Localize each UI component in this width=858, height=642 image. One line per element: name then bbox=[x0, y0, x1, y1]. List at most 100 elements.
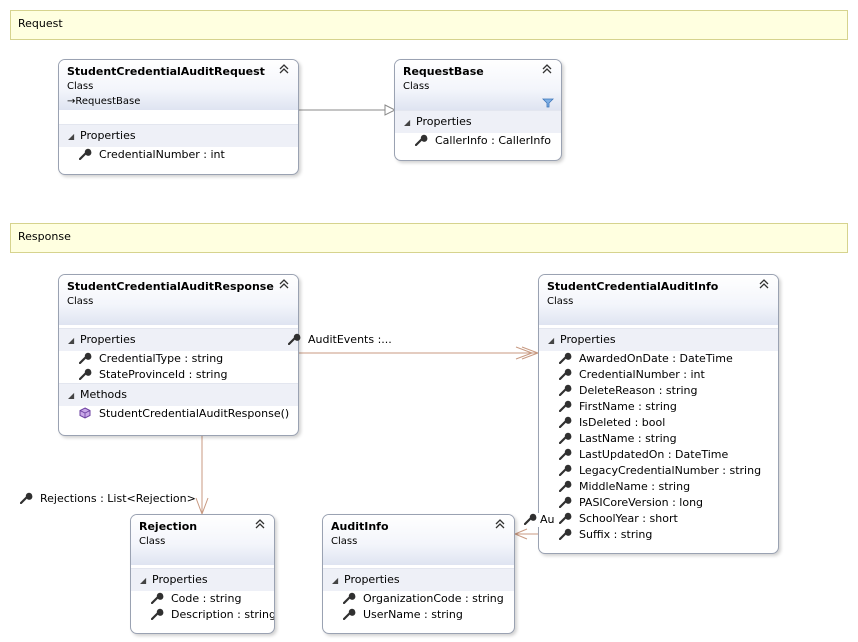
property-row[interactable]: MiddleName : string bbox=[539, 479, 778, 495]
property-row[interactable]: DeleteReason : string bbox=[539, 383, 778, 399]
properties-section-header[interactable]: ◢Properties bbox=[323, 568, 514, 591]
expanded-triangle-icon: ◢ bbox=[548, 336, 555, 345]
class-student-credential-audit-request[interactable]: StudentCredentialAuditRequest Class →Req… bbox=[58, 59, 299, 175]
property-text: FirstName : string bbox=[579, 400, 677, 413]
properties-section-header[interactable]: ◢Properties bbox=[539, 328, 778, 351]
property-row[interactable]: CredentialNumber : int bbox=[59, 147, 298, 163]
base-class-name: RequestBase bbox=[75, 96, 141, 107]
class-name: RequestBase bbox=[403, 65, 484, 78]
wrench-icon bbox=[559, 416, 573, 428]
property-row[interactable]: OrganizationCode : string bbox=[323, 591, 514, 607]
property-row[interactable]: StateProvinceId : string bbox=[59, 367, 298, 383]
wrench-icon bbox=[415, 134, 429, 146]
property-text: LastName : string bbox=[579, 432, 677, 445]
request-region-label: Request bbox=[18, 17, 63, 30]
au-text: Au bbox=[540, 513, 555, 526]
wrench-icon bbox=[343, 592, 357, 604]
class-header[interactable]: StudentCredentialAuditResponse Class bbox=[59, 275, 298, 325]
class-kind: Class bbox=[547, 296, 574, 307]
filter-icon[interactable] bbox=[542, 98, 554, 108]
wrench-icon bbox=[343, 608, 357, 620]
collapse-icon[interactable] bbox=[254, 518, 266, 530]
collapse-icon[interactable] bbox=[494, 518, 506, 530]
class-name: Rejection bbox=[139, 520, 198, 533]
au-label[interactable]: Au bbox=[524, 513, 555, 527]
properties-section-header[interactable]: ◢Properties bbox=[59, 124, 298, 147]
property-row[interactable]: UserName : string bbox=[323, 607, 514, 623]
wrench-icon bbox=[559, 464, 573, 476]
property-text: Code : string bbox=[171, 592, 242, 605]
property-row[interactable]: SchoolYear : short bbox=[539, 511, 778, 527]
class-audit-info[interactable]: AuditInfo Class ◢Properties Organization… bbox=[322, 514, 515, 634]
class-student-credential-audit-response[interactable]: StudentCredentialAuditResponse Class ◢Pr… bbox=[58, 274, 299, 436]
property-row[interactable]: Code : string bbox=[131, 591, 274, 607]
property-text: CredentialNumber : int bbox=[579, 368, 705, 381]
inheritance-arrowhead bbox=[384, 104, 397, 116]
method-icon bbox=[79, 407, 91, 419]
method-row[interactable]: StudentCredentialAuditResponse() bbox=[59, 406, 298, 422]
class-request-base[interactable]: RequestBase Class ◢Properties CallerInfo… bbox=[394, 59, 562, 161]
property-row[interactable]: CallerInfo : CallerInfo bbox=[395, 133, 561, 149]
property-row[interactable]: Suffix : string bbox=[539, 527, 778, 543]
class-header[interactable]: RequestBase Class bbox=[395, 60, 561, 110]
wrench-icon bbox=[151, 608, 165, 620]
property-text: OrganizationCode : string bbox=[363, 592, 504, 605]
class-header[interactable]: Rejection Class bbox=[131, 515, 274, 565]
wrench-icon bbox=[20, 492, 34, 504]
expanded-triangle-icon: ◢ bbox=[68, 336, 75, 345]
property-text: IsDeleted : bool bbox=[579, 416, 666, 429]
property-row[interactable]: IsDeleted : bool bbox=[539, 415, 778, 431]
class-header[interactable]: StudentCredentialAuditInfo Class bbox=[539, 275, 778, 325]
methods-section-header[interactable]: ◢Methods bbox=[59, 383, 298, 406]
property-text: MiddleName : string bbox=[579, 480, 691, 493]
collapse-icon[interactable] bbox=[758, 278, 770, 290]
class-header[interactable]: StudentCredentialAuditRequest Class →Req… bbox=[59, 60, 298, 110]
audit-events-label[interactable]: AuditEvents :... bbox=[288, 333, 392, 347]
wrench-icon bbox=[559, 384, 573, 396]
properties-label: Properties bbox=[416, 115, 472, 128]
property-row[interactable]: CredentialNumber : int bbox=[539, 367, 778, 383]
property-text: PASICoreVersion : long bbox=[579, 496, 704, 509]
property-text: CredentialNumber : int bbox=[99, 148, 225, 161]
property-row[interactable]: LegacyCredentialNumber : string bbox=[539, 463, 778, 479]
property-row[interactable]: CredentialType : string bbox=[59, 351, 298, 367]
class-kind: Class bbox=[139, 536, 166, 547]
base-class: →RequestBase bbox=[67, 95, 290, 109]
methods-label: Methods bbox=[80, 388, 127, 401]
properties-section-header[interactable]: ◢Properties bbox=[59, 328, 298, 351]
class-kind: Class bbox=[403, 81, 430, 92]
property-text: LastUpdatedOn : DateTime bbox=[579, 448, 729, 461]
response-region-label: Response bbox=[18, 230, 71, 243]
audit-events-text: AuditEvents :... bbox=[308, 333, 392, 346]
properties-section-header[interactable]: ◢Properties bbox=[131, 568, 274, 591]
wrench-icon bbox=[79, 352, 93, 364]
class-student-credential-audit-info[interactable]: StudentCredentialAuditInfo Class ◢Proper… bbox=[538, 274, 779, 554]
collapse-icon[interactable] bbox=[541, 63, 553, 75]
wrench-icon bbox=[559, 496, 573, 508]
request-region: Request bbox=[10, 10, 848, 40]
property-row[interactable]: AwardedOnDate : DateTime bbox=[539, 351, 778, 367]
wrench-icon bbox=[524, 513, 538, 525]
properties-label: Properties bbox=[80, 129, 136, 142]
property-text: UserName : string bbox=[363, 608, 463, 621]
properties-section-header[interactable]: ◢Properties bbox=[395, 110, 561, 133]
property-row[interactable]: LastUpdatedOn : DateTime bbox=[539, 447, 778, 463]
properties-label: Properties bbox=[152, 573, 208, 586]
wrench-icon bbox=[559, 448, 573, 460]
property-row[interactable]: PASICoreVersion : long bbox=[539, 495, 778, 511]
property-row[interactable]: LastName : string bbox=[539, 431, 778, 447]
class-header[interactable]: AuditInfo Class bbox=[323, 515, 514, 565]
collapse-icon[interactable] bbox=[278, 63, 290, 75]
collapse-icon[interactable] bbox=[278, 278, 290, 290]
property-text: CallerInfo : CallerInfo bbox=[435, 134, 551, 147]
wrench-icon bbox=[151, 592, 165, 604]
class-name: AuditInfo bbox=[331, 520, 389, 533]
property-row[interactable]: Description : string bbox=[131, 607, 274, 623]
property-row[interactable]: FirstName : string bbox=[539, 399, 778, 415]
rejections-label[interactable]: Rejections : List<Rejection> bbox=[20, 492, 196, 506]
class-kind: Class bbox=[67, 296, 94, 307]
property-text: Suffix : string bbox=[579, 528, 653, 541]
class-rejection[interactable]: Rejection Class ◢Properties Code : strin… bbox=[130, 514, 275, 634]
au-arrowhead bbox=[513, 528, 528, 540]
wrench-icon bbox=[79, 148, 93, 160]
